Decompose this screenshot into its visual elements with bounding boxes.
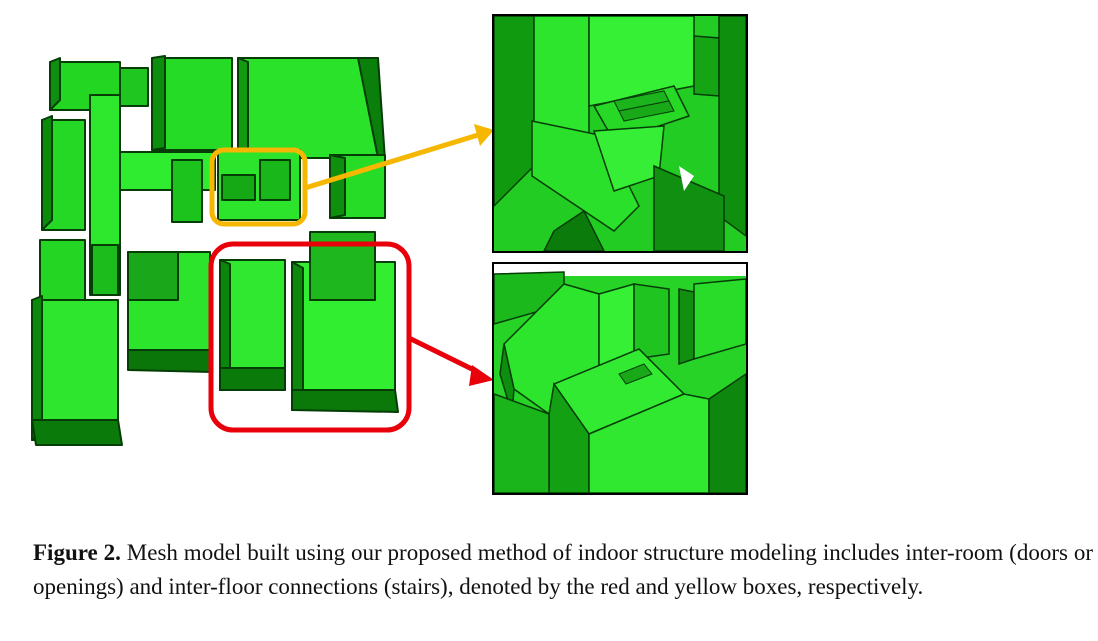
- doors-detail-panel: [492, 262, 748, 495]
- stair-steps: [618, 363, 653, 385]
- figure-caption: Figure 2. Mesh model built using our pro…: [33, 536, 1093, 604]
- wall: [329, 154, 346, 219]
- yellow-arrow: [304, 124, 494, 191]
- figure-label: Figure 2.: [33, 540, 121, 565]
- wall: [291, 389, 399, 413]
- red-highlight-box: [208, 241, 412, 433]
- wall: [219, 367, 286, 391]
- red-arrow: [407, 335, 494, 386]
- room-block: [119, 67, 149, 107]
- caption-text: Mesh model built using our proposed meth…: [33, 540, 1093, 599]
- stair-area: [91, 244, 119, 296]
- room-block: [237, 57, 379, 159]
- wall: [127, 349, 213, 373]
- wall: [127, 251, 179, 301]
- doors-detail-render: [494, 264, 746, 493]
- wall: [291, 261, 304, 411]
- room-block: [39, 239, 86, 301]
- room-block: [171, 159, 203, 223]
- wall: [31, 419, 123, 446]
- stair-step: [259, 159, 291, 201]
- stairs-detail-render: [494, 16, 746, 251]
- figure-illustration: [31, 55, 494, 446]
- wall: [151, 55, 166, 151]
- mesh-model-overview: [31, 55, 399, 446]
- stairs-detail-panel: [492, 14, 748, 253]
- wall: [237, 57, 249, 159]
- wall: [31, 295, 43, 441]
- stair-step: [221, 174, 256, 201]
- wall: [49, 57, 61, 111]
- wall: [41, 115, 53, 231]
- stair-area: [309, 231, 376, 301]
